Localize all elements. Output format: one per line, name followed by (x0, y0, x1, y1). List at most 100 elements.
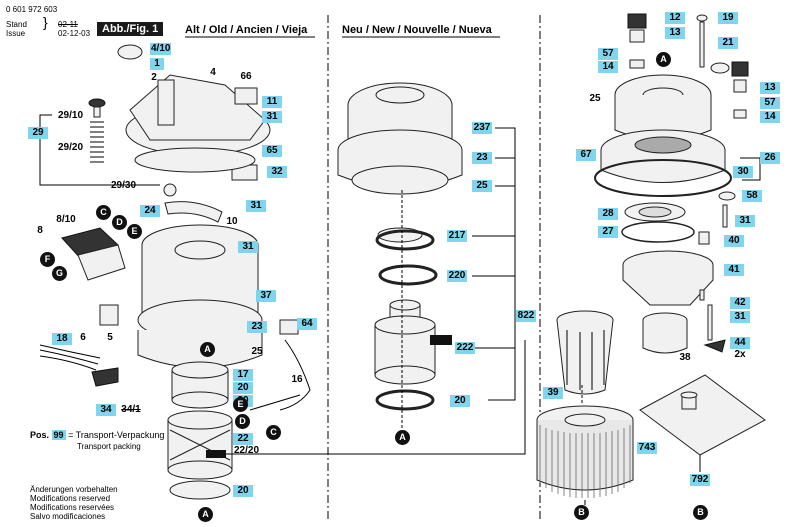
part-label: 14 (760, 111, 780, 123)
marker-a: A (200, 342, 215, 357)
part-label: 66 (240, 71, 252, 82)
part-label: 29 (28, 127, 48, 139)
modifications-de: Änderungen vorbehalten (30, 485, 118, 494)
part-label: 2 (151, 72, 157, 83)
part-label: 14 (598, 61, 618, 73)
part-label: 31 (238, 241, 258, 253)
part-label: 23 (472, 152, 492, 164)
part-label: 2x (734, 349, 746, 360)
part-label: 17 (233, 369, 253, 381)
part-label: 29/20 (58, 142, 84, 153)
part-label: 22/20 (234, 445, 260, 456)
part-label: 24 (140, 205, 160, 217)
marker-a: A (198, 507, 213, 522)
part-label: 25 (251, 346, 263, 357)
part-label: 34 (96, 404, 116, 416)
marker-a: A (395, 430, 410, 445)
part-label: 57 (760, 97, 780, 109)
part-label: 26 (760, 152, 780, 164)
part-label: 25 (589, 93, 601, 104)
marker-e: E (127, 224, 142, 239)
part-label: 8/10 (56, 214, 76, 225)
part-label: 34/1 (121, 404, 141, 415)
part-label: 20 (233, 485, 253, 497)
part-label: 222 (455, 342, 475, 354)
part-label: 31 (262, 111, 282, 123)
part-label: 29/30 (111, 180, 137, 191)
part-label: 23 (247, 321, 267, 333)
part-label: 31 (735, 215, 755, 227)
part-label: 40 (724, 235, 744, 247)
part-label: 42 (730, 297, 750, 309)
part-label: 29/10 (58, 110, 84, 121)
pos-line1: = Transport-Verpackung (68, 430, 165, 440)
part-label: 22 (233, 433, 253, 445)
part-label: 12 (665, 12, 685, 24)
part-label: 65 (262, 145, 282, 157)
issue-value: 02-12-03 (58, 29, 91, 38)
part-label: 21 (718, 37, 738, 49)
marker-d: D (112, 215, 127, 230)
part-label: 16 (291, 374, 303, 385)
part-label: 58 (742, 190, 762, 202)
part-label: 237 (472, 122, 492, 134)
part-label: 27 (598, 226, 618, 238)
part-label: 13 (760, 82, 780, 94)
part-label: 1 (150, 58, 164, 70)
stand-value: 02-11 (58, 20, 78, 29)
part-label: 743 (637, 442, 657, 454)
part-label: 64 (297, 318, 317, 330)
part-label: 10 (226, 216, 238, 227)
stand-label: Stand (6, 20, 27, 29)
part-label: 217 (447, 230, 467, 242)
part-label: 30 (733, 166, 753, 178)
part-label: 220 (447, 270, 467, 282)
document-number: 0 601 972 603 (6, 5, 58, 14)
part-label: 38 (679, 352, 691, 363)
pos-prefix: Pos. (30, 430, 50, 440)
part-label: 20 (233, 382, 253, 394)
part-label: 11 (262, 96, 282, 108)
part-label: 57 (598, 48, 618, 60)
part-label: 8 (37, 225, 43, 236)
figure-label: Abb./Fig. 1 (97, 22, 164, 36)
marker-a: A (656, 52, 671, 67)
pos-number: 99 (51, 430, 66, 440)
marker-c: C (96, 205, 111, 220)
part-label: 20 (450, 395, 470, 407)
modifications-es: Salvo modificaciones (30, 512, 106, 521)
marker-b: B (574, 505, 589, 520)
part-label: 44 (730, 337, 750, 349)
part-label: 6 (80, 332, 86, 343)
part-label: 822 (516, 310, 536, 322)
issue-label: Issue (6, 29, 26, 38)
part-label: 18 (52, 333, 72, 345)
part-label: 31 (730, 311, 750, 323)
part-label: 4/10 (150, 43, 172, 55)
marker-d: D (235, 414, 250, 429)
header-new: Neu / New / Nouvelle / Nueva (342, 24, 492, 36)
marker-f: F (40, 252, 55, 267)
part-label: 4 (210, 67, 216, 78)
part-label: 32 (267, 166, 287, 178)
pos-note: Pos. 99 = Transport-Verpackung (30, 430, 164, 440)
part-label: 25 (472, 180, 492, 192)
header-old: Alt / Old / Ancien / Vieja (185, 24, 308, 36)
part-label: 792 (690, 474, 710, 486)
part-label: 41 (724, 264, 744, 276)
part-label: 19 (718, 12, 738, 24)
part-label: 37 (256, 290, 276, 302)
part-label: 31 (246, 200, 266, 212)
part-label: 67 (576, 149, 596, 161)
brace: } (43, 14, 48, 30)
marker-g: G (52, 266, 67, 281)
modifications-en: Modifications reserved (30, 494, 111, 503)
pos-line2: Transport packing (77, 442, 141, 451)
part-label: 39 (543, 387, 563, 399)
modifications-fr: Modifications reservées (30, 503, 115, 512)
marker-e: E (233, 397, 248, 412)
marker-c: C (266, 425, 281, 440)
part-label: 28 (598, 208, 618, 220)
part-label: 13 (665, 27, 685, 39)
